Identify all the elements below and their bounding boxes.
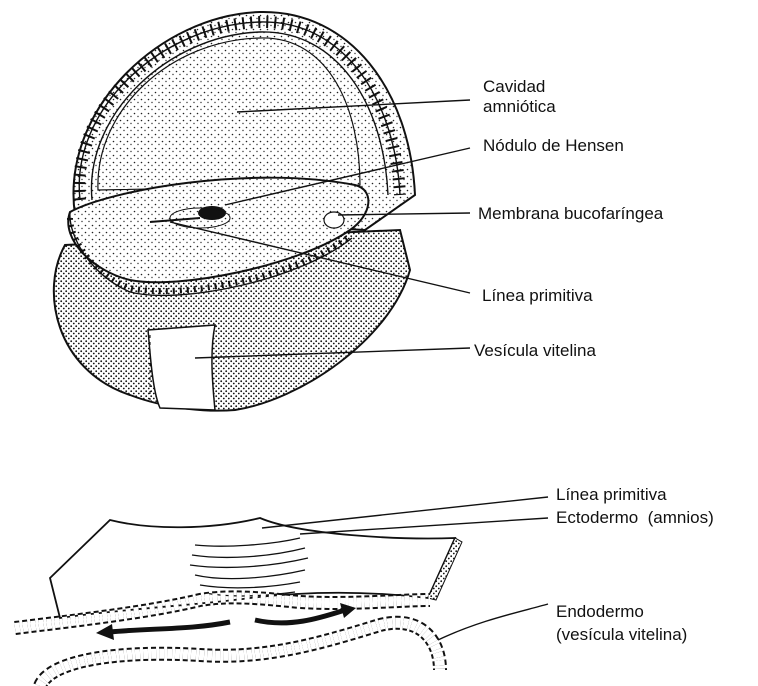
leader-endodermo xyxy=(438,604,548,640)
label-endodermo-line2: (vesícula vitelina) xyxy=(556,625,687,644)
label-nodulo: Nódulo de Hensen xyxy=(483,136,624,155)
label-vesicula: Vesícula vitelina xyxy=(474,341,596,360)
leader-linea-bottom xyxy=(262,497,548,528)
label-membrana: Membrana bucofaríngea xyxy=(478,204,664,223)
yolk-sac-opening xyxy=(148,325,215,410)
label-ectodermo: Ectodermo (amnios) xyxy=(556,508,714,527)
label-endodermo-line1: Endodermo xyxy=(556,602,644,621)
top-embryo-figure: Cavidad amniótica Nódulo de Hensen Membr… xyxy=(54,12,664,411)
label-linea-top: Línea primitiva xyxy=(482,286,593,305)
bottom-section-figure: Línea primitiva Ectodermo (amnios) Endod… xyxy=(15,485,714,686)
label-cavidad-line2: amniótica xyxy=(483,97,556,116)
label-cavidad-line1: Cavidad xyxy=(483,77,545,96)
left-migration-arrow xyxy=(110,622,230,632)
right-migration-arrow xyxy=(255,610,345,623)
label-linea-bottom: Línea primitiva xyxy=(556,485,667,504)
